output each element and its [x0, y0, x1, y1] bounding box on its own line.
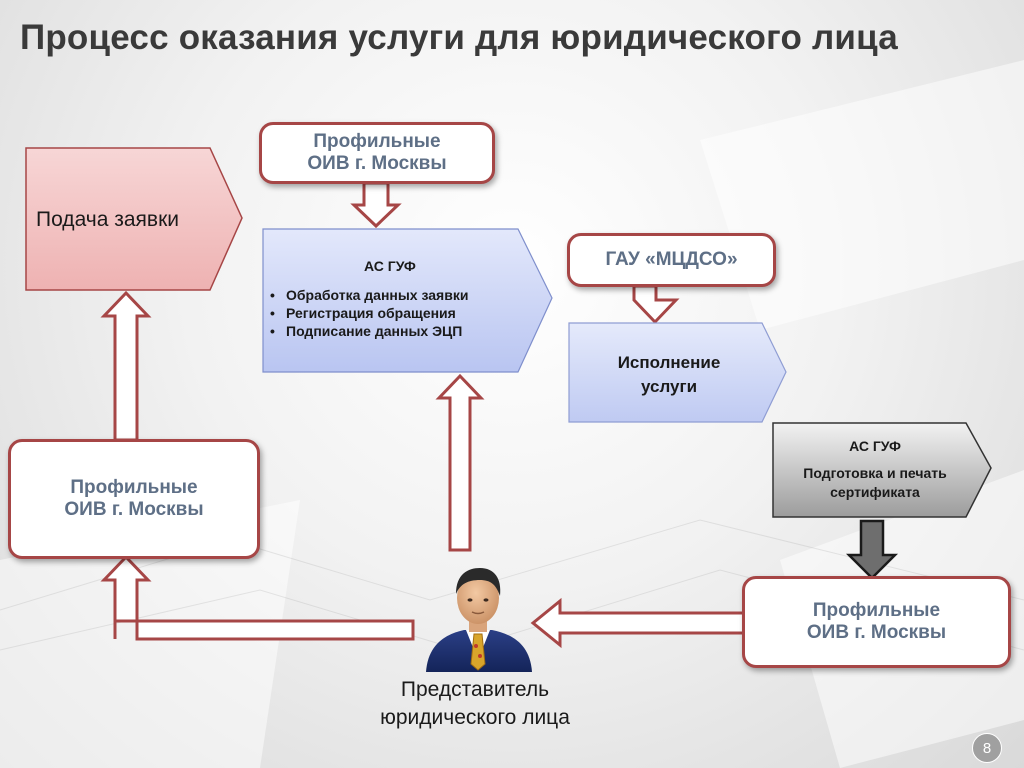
arrow-oiv-left-up	[100, 290, 152, 442]
arrow-oiv-top-down	[350, 181, 402, 229]
as-guf-processing-title: АС ГУФ	[364, 258, 416, 274]
arrow-person-to-oiv-left	[100, 554, 415, 641]
oiv-left-box: Профильные ОИВ г. Москвы	[8, 439, 260, 559]
execution-label: Исполнение услуги	[584, 351, 754, 399]
processing-step: Подписание данных ЭЦП	[270, 322, 530, 340]
page-title: Процесс оказания услуги для юридического…	[20, 18, 898, 57]
representative-caption: Представитель юридического лица	[340, 676, 610, 733]
execution-line-2: услуги	[640, 377, 698, 396]
arrow-person-up	[435, 373, 485, 552]
arrow-oiv-right-to-person	[530, 597, 746, 649]
processing-step: Регистрация обращения	[270, 304, 530, 322]
arrow-gau-down	[632, 284, 680, 325]
processing-steps-list: Обработка данных заявки Регистрация обра…	[270, 286, 530, 340]
submit-label: Подача заявки	[36, 208, 179, 231]
gau-label: ГАУ «МЦДСО»	[605, 249, 738, 271]
businessman-icon	[426, 568, 532, 672]
submit-chevron	[25, 147, 243, 291]
oiv-top-line-1: Профильные	[313, 131, 441, 153]
as-guf-certificate-title: АС ГУФ	[849, 438, 901, 454]
oiv-top-line-2: ОИВ г. Москвы	[307, 153, 447, 174]
oiv-top-box: Профильные ОИВ г. Москвы	[259, 122, 495, 184]
processing-step: Обработка данных заявки	[270, 286, 530, 304]
arrow-as-guf-down	[845, 519, 899, 580]
as-guf-processing-content: АС ГУФ Обработка данных заявки Регистрац…	[270, 258, 530, 340]
as-guf-certificate-chevron	[772, 422, 992, 518]
oiv-right-box: Профильные ОИВ г. Москвы	[742, 576, 1011, 668]
oiv-right-line-2: ОИВ г. Москвы	[806, 622, 947, 643]
gau-box: ГАУ «МЦДСО»	[567, 233, 776, 287]
page-number: 8	[972, 733, 1002, 763]
oiv-left-line-1: Профильные	[70, 477, 198, 499]
oiv-left-line-2: ОИВ г. Москвы	[64, 499, 204, 520]
caption-line-2: юридического лица	[380, 706, 570, 730]
oiv-right-line-1: Профильные	[812, 600, 941, 622]
execution-chevron	[568, 322, 787, 423]
as-guf-certificate-content: АС ГУФ Подготовка и печать сертификата	[780, 437, 970, 502]
certificate-line-1: Подготовка и печать	[803, 465, 947, 481]
execution-line-1: Исполнение	[617, 353, 721, 372]
caption-line-1: Представитель	[400, 678, 550, 701]
certificate-line-2: сертификата	[830, 484, 920, 500]
